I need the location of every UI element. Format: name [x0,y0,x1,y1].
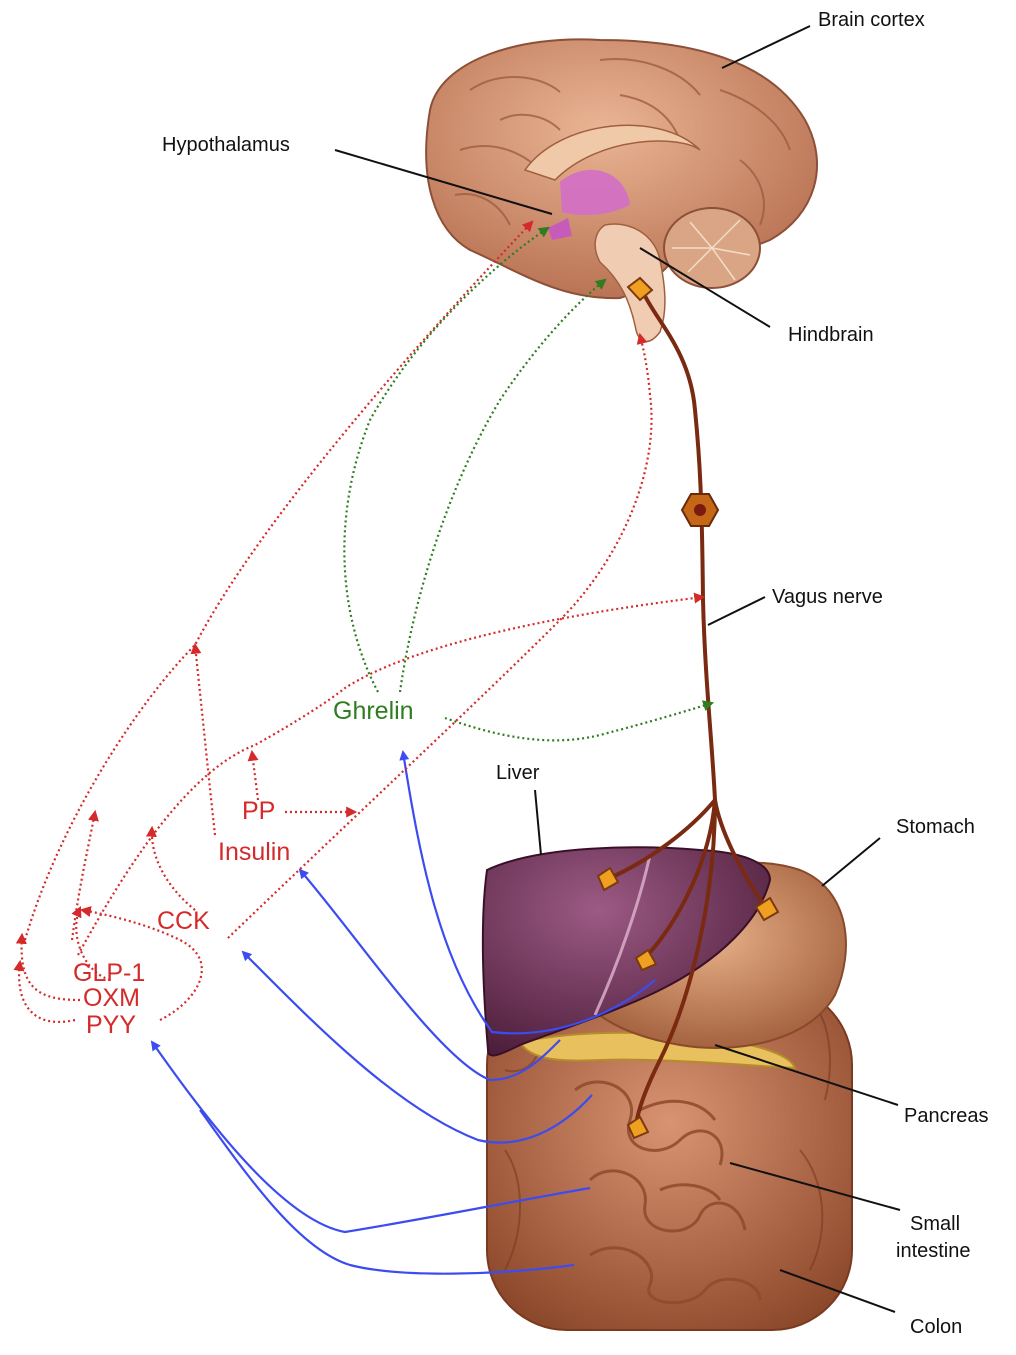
stomach-label: Stomach [896,816,975,838]
cerebellum-shape [664,208,760,288]
small-intestine-label-line2: intestine [896,1240,971,1262]
vagus-nerve-leader [708,597,765,625]
glp1-to-upper-signal [72,812,95,940]
oxm-signal-loop [22,935,80,1000]
cck-feedback-signal [152,828,195,910]
insulin-to-hypothalamus-signal [195,645,215,835]
liver-leader [535,790,541,855]
oxm-label: OXM [83,984,140,1012]
nodose-ganglion-icon [682,494,718,526]
vagus-nerve-trunk [642,290,715,800]
pp-label: PP [242,797,275,825]
signal-to-hypothalamus [25,222,532,940]
pyy-signal-loop [19,962,75,1022]
colon-label: Colon [910,1316,962,1338]
liver-label: Liver [496,762,540,784]
ghrelin-to-hypothalamus-signal [344,228,548,692]
hypothalamus-label: Hypothalamus [162,134,290,156]
ghrelin-label: Ghrelin [333,697,414,725]
cck-to-hindbrain-signal [228,335,652,938]
stomach-leader [822,838,880,886]
brain-cortex-label: Brain cortex [818,9,925,31]
ghrelin-to-vagus-signal [445,703,712,740]
small-intestine-label-line1: Small [910,1213,960,1235]
cck-label: CCK [157,907,210,935]
brain-cortex-leader [722,26,810,68]
pp-upward-signal [252,752,258,800]
pyy-label: PYY [86,1011,136,1039]
vagus-nerve-label: Vagus nerve [772,586,883,608]
ghrelin-to-hindbrain-signal [400,280,605,692]
brain-illustration [426,39,817,341]
hindbrain-label: Hindbrain [788,324,874,346]
pancreas-label: Pancreas [904,1105,989,1127]
insulin-label: Insulin [218,838,290,866]
glp1-label: GLP-1 [73,959,145,987]
